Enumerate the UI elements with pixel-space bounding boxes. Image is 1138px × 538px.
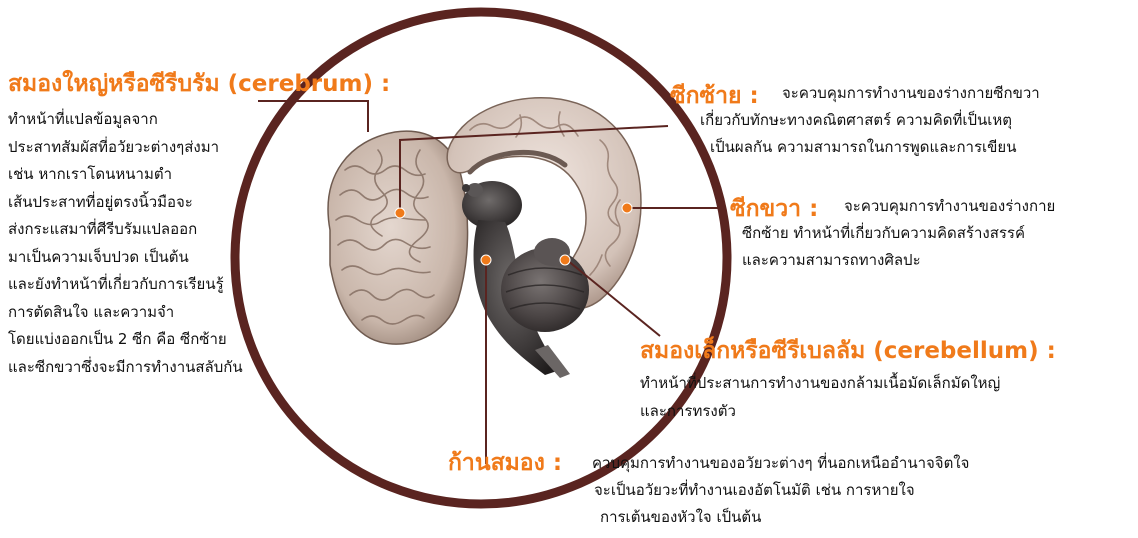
cerebrum-line: และยังทำหน้าที่เกี่ยวกับการเรียนรู้ xyxy=(8,271,243,299)
left-hemisphere-line: เป็นผลกัน ความสามารถในการพูดและการเขียน xyxy=(710,134,1016,162)
cerebellum-line: และการทรงตัว xyxy=(640,398,1000,426)
cerebrum-line: และซีกขวาซึ่งจะมีการทำงานสลับกัน xyxy=(8,354,243,382)
left-hemisphere-line: เกี่ยวกับทักษะทางคณิตศาสตร์ ความคิดที่เป… xyxy=(700,107,1012,135)
cerebrum-line: ประสาทสัมผัสที่อวัยวะต่างๆส่งมา xyxy=(8,134,243,162)
brainstem-line: จะเป็นอวัยวะที่ทำงานเองอัตโนมัติ เช่น กา… xyxy=(594,477,915,505)
cerebrum-heading: สมองใหญ่หรือซีรีบรัม (cerebrum) : xyxy=(8,73,390,96)
cerebrum-line: การตัดสินใจ และความจำ xyxy=(8,299,243,327)
brainstem-line: การเต้นของหัวใจ เป็นต้น xyxy=(600,504,761,532)
left-hemisphere-line: จะควบคุมการทำงานของร่างกายซีกขวา xyxy=(782,80,1040,108)
cerebrum-line: เส้นประสาทที่อยู่ตรงนิ้วมือจะ xyxy=(8,189,243,217)
cerebellum-description: ทำหน้าที่ประสานการทำงานของกล้ามเนื้อมัดเ… xyxy=(640,370,1000,425)
brainstem-line: ควบคุมการทำงานของอวัยวะต่างๆ ที่นอกเหนือ… xyxy=(592,450,969,478)
right-hemisphere-line: ซีกซ้าย ทำหน้าที่เกี่ยวกับความคิดสร้างสร… xyxy=(742,220,1025,248)
cerebellum-heading: สมองเล็กหรือซีรีเบลลัม (cerebellum) : xyxy=(640,340,1056,363)
left-hemisphere-illustration xyxy=(328,131,468,344)
cerebrum-line: เช่น หากเราโดนหนามตำ xyxy=(8,161,243,189)
cerebrum-description: ทำหน้าที่แปลข้อมูลจาก ประสาทสัมผัสที่อวั… xyxy=(8,106,243,381)
right-hemisphere-line: และความสามารถทางศิลปะ xyxy=(742,247,921,275)
brainstem-heading: ก้านสมอง : xyxy=(448,452,562,475)
cerebrum-line: ส่งกระแสมาที่ศีรีบรัมแปลออก xyxy=(8,216,243,244)
cerebellum-line: ทำหน้าที่ประสานการทำงานของกล้ามเนื้อมัดเ… xyxy=(640,370,1000,398)
cerebrum-line: มาเป็นความเจ็บปวด เป็นต้น xyxy=(8,244,243,272)
cerebrum-line: ทำหน้าที่แปลข้อมูลจาก xyxy=(8,106,243,134)
left-hemisphere-heading: ซีกซ้าย : xyxy=(670,85,759,108)
cerebrum-line: โดยแบ่งออกเป็น 2 ซีก คือ ซีกซ้าย xyxy=(8,326,243,354)
right-hemisphere-line: จะควบคุมการทำงานของร่างกาย xyxy=(844,193,1055,221)
right-hemisphere-heading: ซีกขวา : xyxy=(730,198,818,221)
